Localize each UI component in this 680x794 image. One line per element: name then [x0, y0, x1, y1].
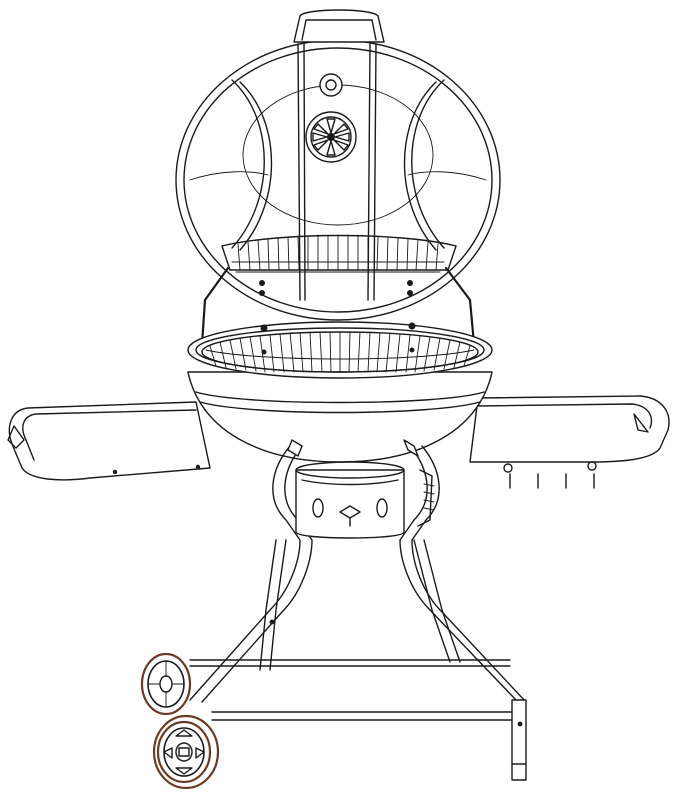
- right-side-shelf: [469, 395, 670, 489]
- lid-vent: [305, 111, 357, 163]
- lid-handle: [293, 9, 385, 43]
- front-wheel: [152, 714, 220, 790]
- grill-frame: [189, 439, 527, 781]
- warming-rack: [221, 234, 457, 271]
- lid-thermometer: [319, 73, 343, 97]
- left-side-shelf: [7, 401, 211, 481]
- ash-catcher: [295, 461, 435, 539]
- cooking-grate: [201, 322, 479, 373]
- tool-hooks: [503, 461, 597, 489]
- rear-wheel: [140, 652, 192, 716]
- lid-support-arms: [200, 266, 476, 346]
- hinge-bolts: [259, 280, 413, 296]
